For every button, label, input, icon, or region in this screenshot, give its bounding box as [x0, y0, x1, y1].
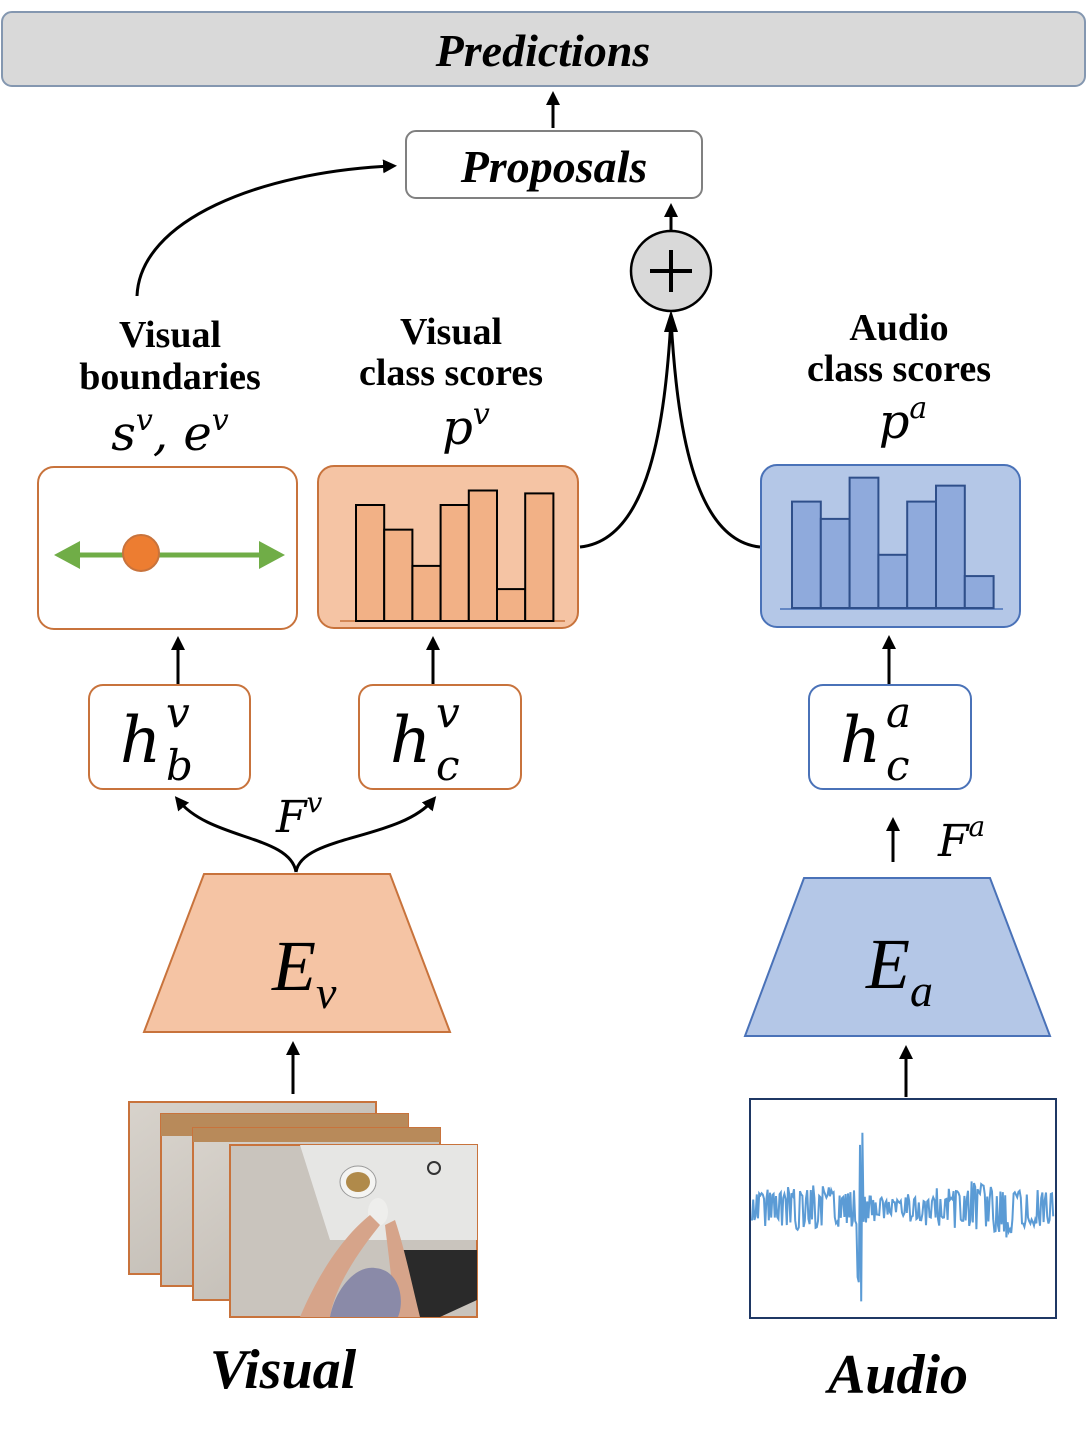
visual-class-scores-box: [317, 465, 579, 629]
score-bar: [383, 528, 414, 623]
arrow-visual-scores-to-plus: [579, 319, 673, 549]
visual-class-title-line2: class scores: [359, 352, 543, 394]
score-bar: [819, 517, 851, 610]
boundary-center-dot: [122, 534, 160, 572]
audio-waveform: [749, 1098, 1057, 1319]
score-bar: [439, 504, 470, 622]
video-frames: [128, 1101, 478, 1318]
score-bar: [524, 492, 555, 622]
visual-encoder: Ev: [142, 873, 452, 1033]
arrow-audio-scores-to-plus: [669, 319, 761, 549]
score-bar: [906, 500, 938, 610]
audio-class-title-line2: class scores: [807, 348, 991, 390]
audio-feature-label: Fa: [937, 810, 985, 867]
score-bar: [935, 484, 966, 610]
visual-boundaries-title-line2: boundaries: [79, 356, 261, 398]
boundary-right-arrow-icon: [259, 541, 285, 569]
video-frame-front: [229, 1144, 478, 1318]
visual-boundaries-symbol: sv, ev: [111, 403, 229, 462]
score-bar: [411, 564, 442, 623]
audio-class-title-line1: Audio: [849, 307, 948, 349]
proposals-label: Proposals: [460, 141, 648, 192]
visual-class-symbol: pv: [442, 397, 490, 456]
audio-input-label: Audio: [825, 1344, 968, 1406]
audio-class-scores-box: [760, 464, 1021, 628]
predictions-box: Predictions: [1, 11, 1086, 87]
audio-encoder: Ea: [743, 877, 1052, 1037]
score-bar: [355, 504, 386, 622]
plus-circle-icon: [629, 229, 713, 313]
arrow-feature-to-hc: [294, 796, 437, 873]
arrow-boundaries-to-proposals: [135, 159, 397, 297]
visual-boundaries-box: [37, 466, 298, 630]
plus-arrowhead: [664, 310, 678, 332]
visual-bars: [355, 489, 555, 623]
visual-feature-label: Fv: [275, 786, 323, 843]
waveform-line: [751, 1132, 1055, 1302]
score-bar: [848, 476, 880, 609]
predictions-label: Predictions: [435, 25, 651, 76]
score-bar: [496, 588, 527, 622]
audio-bars: [791, 476, 995, 610]
visual-boundaries-title-line1: Visual: [119, 314, 221, 356]
score-bar: [791, 500, 822, 610]
score-bar: [877, 553, 909, 609]
visual-encoder-label: Ev: [271, 926, 337, 1018]
visual-class-title-line1: Visual: [400, 311, 502, 353]
proposals-box: Proposals: [405, 130, 703, 199]
audio-class-symbol: pa: [879, 391, 928, 450]
boundary-left-arrow-icon: [54, 541, 80, 569]
audio-encoder-label: Ea: [865, 924, 933, 1016]
score-bar: [467, 489, 498, 622]
score-bar: [963, 575, 995, 610]
arrow-feature-to-hb: [174, 796, 298, 873]
visual-input-label: Visual: [210, 1339, 357, 1401]
